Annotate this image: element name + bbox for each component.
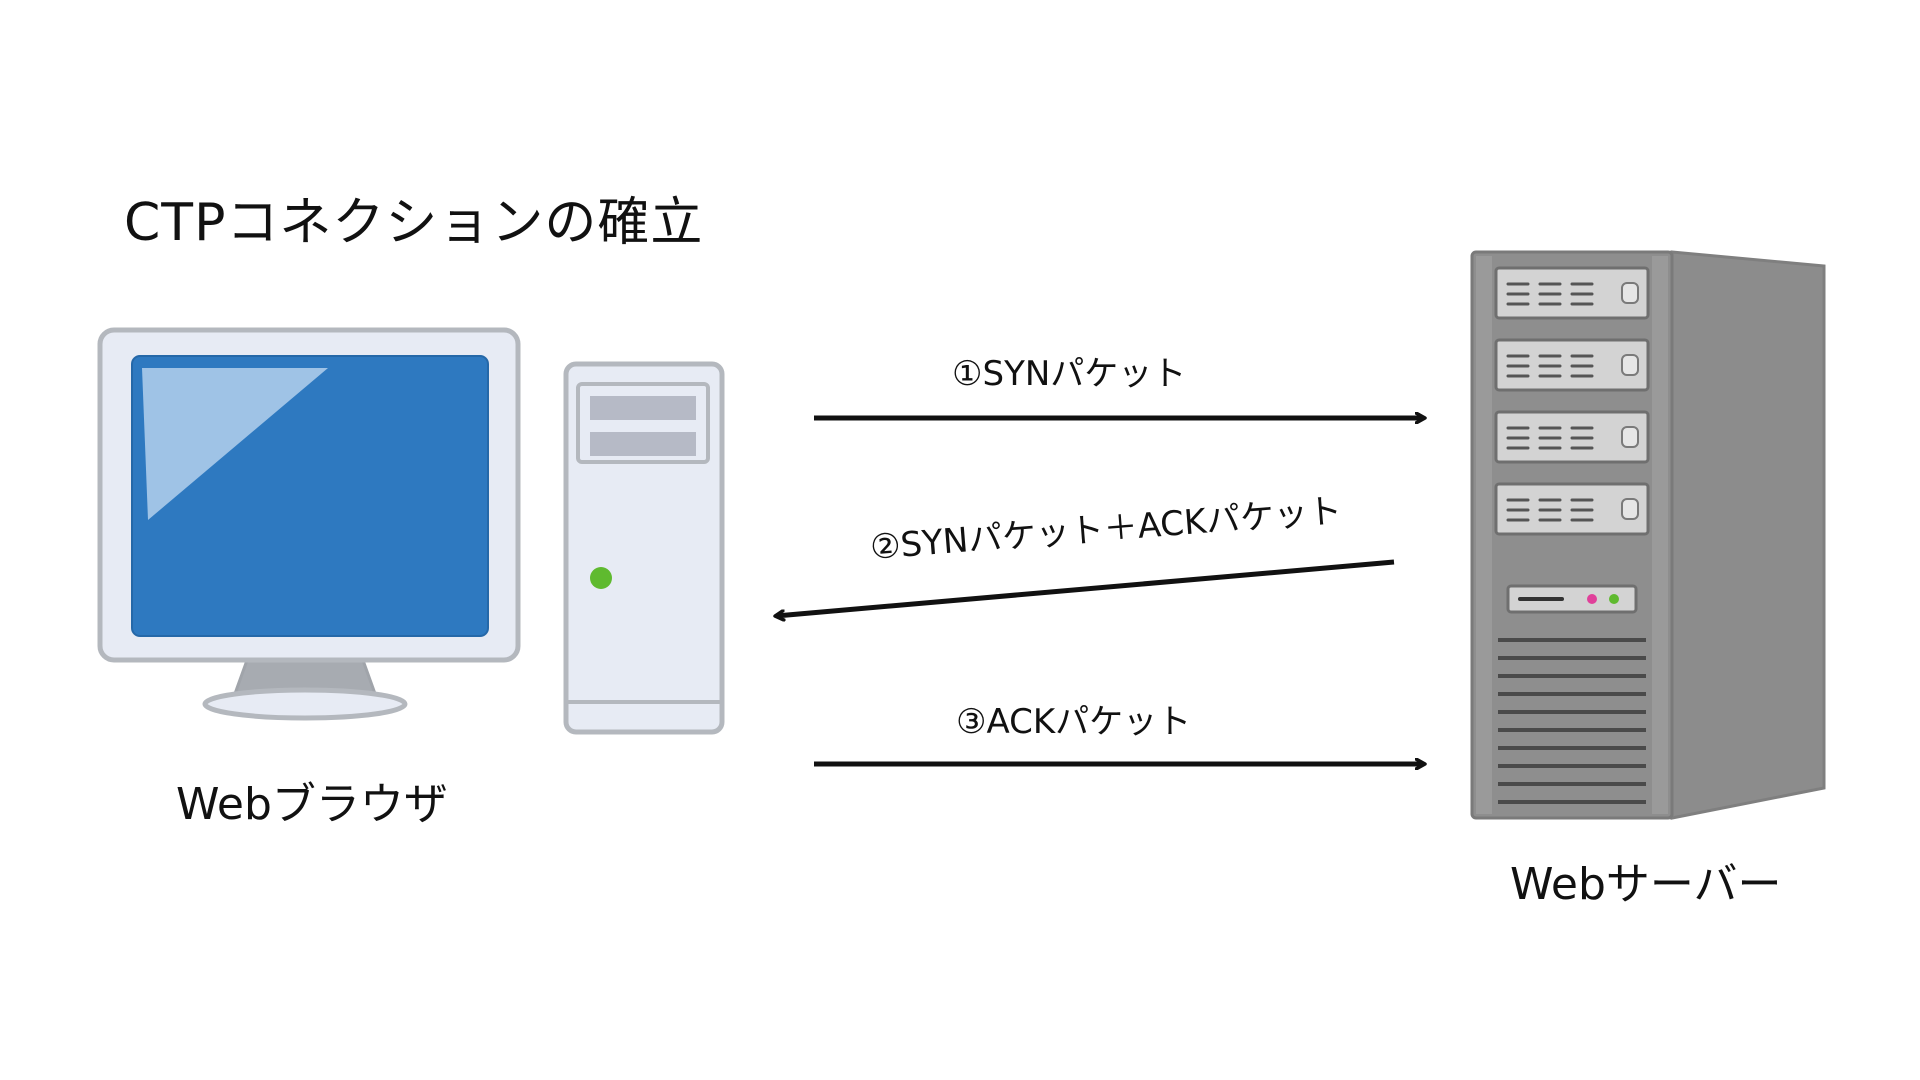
arrow-label-syn: ①SYNパケット — [952, 354, 1187, 394]
server-tower-icon — [1470, 250, 1826, 820]
arrow-syn-ack — [776, 559, 1395, 616]
diagram-title: CTPコネクションの確立 — [124, 193, 704, 253]
arrow-label-ack: ③ACKパケット — [956, 702, 1192, 742]
server-label: Webサーバー — [1510, 859, 1782, 910]
desktop-computer-icon — [97, 327, 725, 735]
client-label: Webブラウザ — [176, 779, 448, 830]
